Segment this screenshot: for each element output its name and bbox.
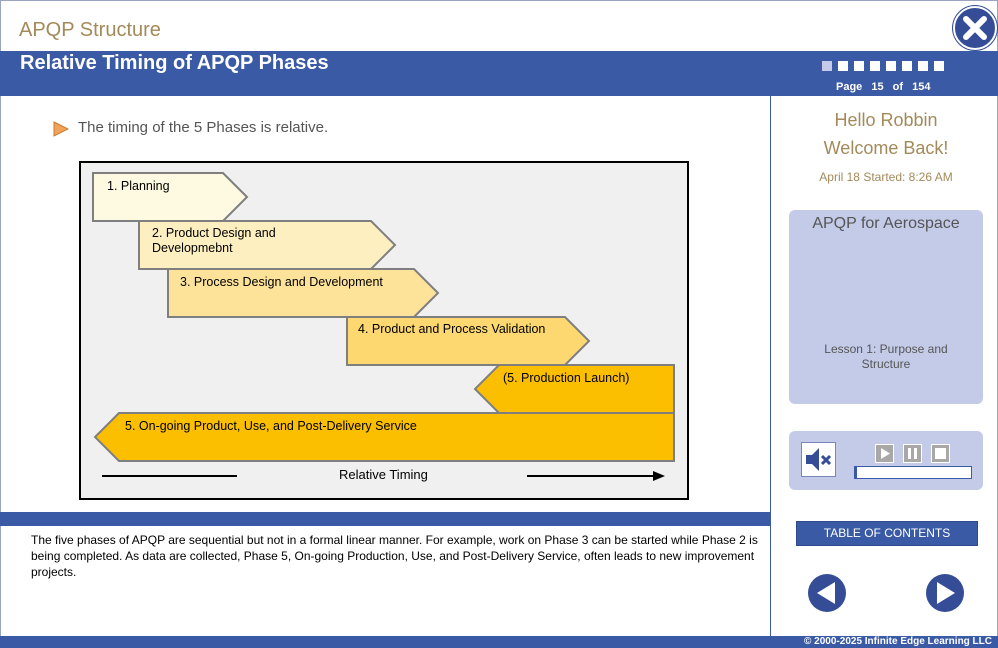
current-page: 15 bbox=[871, 81, 884, 93]
progress-indicator bbox=[822, 61, 950, 71]
table-of-contents-button[interactable]: TABLE OF CONTENTS bbox=[796, 521, 978, 546]
phase-4-shape bbox=[346, 316, 591, 366]
phase-5-launch-label: (5. Production Launch) bbox=[503, 371, 630, 385]
stop-icon bbox=[935, 448, 946, 459]
bullet-text: The timing of the 5 Phases is relative. bbox=[78, 119, 329, 136]
phase-3-label: 3. Process Design and Development bbox=[180, 275, 383, 289]
sidebar-divider bbox=[770, 96, 771, 636]
greeting-welcome: Welcome Back! bbox=[823, 138, 949, 158]
course-title: APQP for Aerospace bbox=[812, 215, 960, 232]
audio-progress-slider[interactable] bbox=[854, 466, 972, 479]
phase-5-ongoing-label: 5. On-going Product, Use, and Post-Deliv… bbox=[125, 419, 417, 433]
app-title: APQP Structure bbox=[19, 19, 161, 41]
session-started: April 18 Started: 8:26 AM bbox=[819, 170, 953, 184]
phase-2-shape bbox=[138, 220, 397, 270]
phase-1-label: 1. Planning bbox=[107, 179, 170, 193]
phase-4-label: 4. Product and Process Validation bbox=[358, 322, 546, 336]
pause-button[interactable] bbox=[903, 444, 922, 463]
close-button[interactable] bbox=[953, 6, 997, 50]
progress-square bbox=[854, 61, 864, 71]
prev-arrow-icon bbox=[817, 582, 835, 604]
progress-square bbox=[918, 61, 928, 71]
copyright-text: © 2000-2025 Infinite Edge Learning LLC bbox=[804, 636, 992, 647]
audio-panel bbox=[789, 431, 983, 490]
course-panel: APQP for Aerospace Lesson 1: Purpose and… bbox=[789, 210, 983, 404]
greeting-hello: Hello Robbin bbox=[834, 110, 938, 130]
timing-arrowhead-icon bbox=[653, 471, 665, 481]
relative-timing-label: Relative Timing bbox=[339, 467, 428, 482]
phase-1-shape bbox=[92, 172, 249, 222]
pause-icon bbox=[908, 448, 917, 459]
next-page-button[interactable] bbox=[926, 574, 964, 612]
progress-square bbox=[934, 61, 944, 71]
phase-timing-diagram: 1. Planning 2. Product Design and Develo… bbox=[79, 161, 689, 500]
play-icon bbox=[881, 448, 890, 459]
close-icon bbox=[963, 16, 987, 40]
phase-5-ongoing-shape bbox=[93, 412, 675, 462]
phase-3-shape bbox=[167, 268, 440, 318]
mute-button[interactable] bbox=[801, 442, 836, 477]
progress-square bbox=[822, 61, 832, 71]
page-title: Relative Timing of APQP Phases bbox=[20, 52, 329, 74]
page-counter: Page 15 of 154 bbox=[836, 81, 936, 93]
title-bar bbox=[0, 51, 998, 96]
of-label: of bbox=[892, 81, 904, 93]
description-band bbox=[0, 512, 770, 526]
next-arrow-icon bbox=[937, 582, 955, 604]
footer-bar bbox=[0, 636, 998, 648]
progress-square bbox=[838, 61, 848, 71]
progress-square bbox=[902, 61, 912, 71]
progress-square bbox=[870, 61, 880, 71]
progress-square bbox=[886, 61, 896, 71]
page-label: Page bbox=[836, 81, 863, 93]
play-arrow-bullet-icon bbox=[53, 121, 69, 137]
previous-page-button[interactable] bbox=[808, 574, 846, 612]
description-text: The five phases of APQP are sequential b… bbox=[31, 533, 758, 579]
play-button[interactable] bbox=[875, 444, 894, 463]
total-pages: 154 bbox=[912, 81, 931, 93]
phase-2-label: 2. Product Design and Developmebnt bbox=[152, 226, 276, 255]
lesson-title: Lesson 1: Purpose and Structure bbox=[824, 342, 948, 371]
speaker-muted-icon bbox=[806, 448, 832, 471]
stop-button[interactable] bbox=[931, 444, 950, 463]
audio-progress-handle[interactable] bbox=[855, 467, 857, 478]
